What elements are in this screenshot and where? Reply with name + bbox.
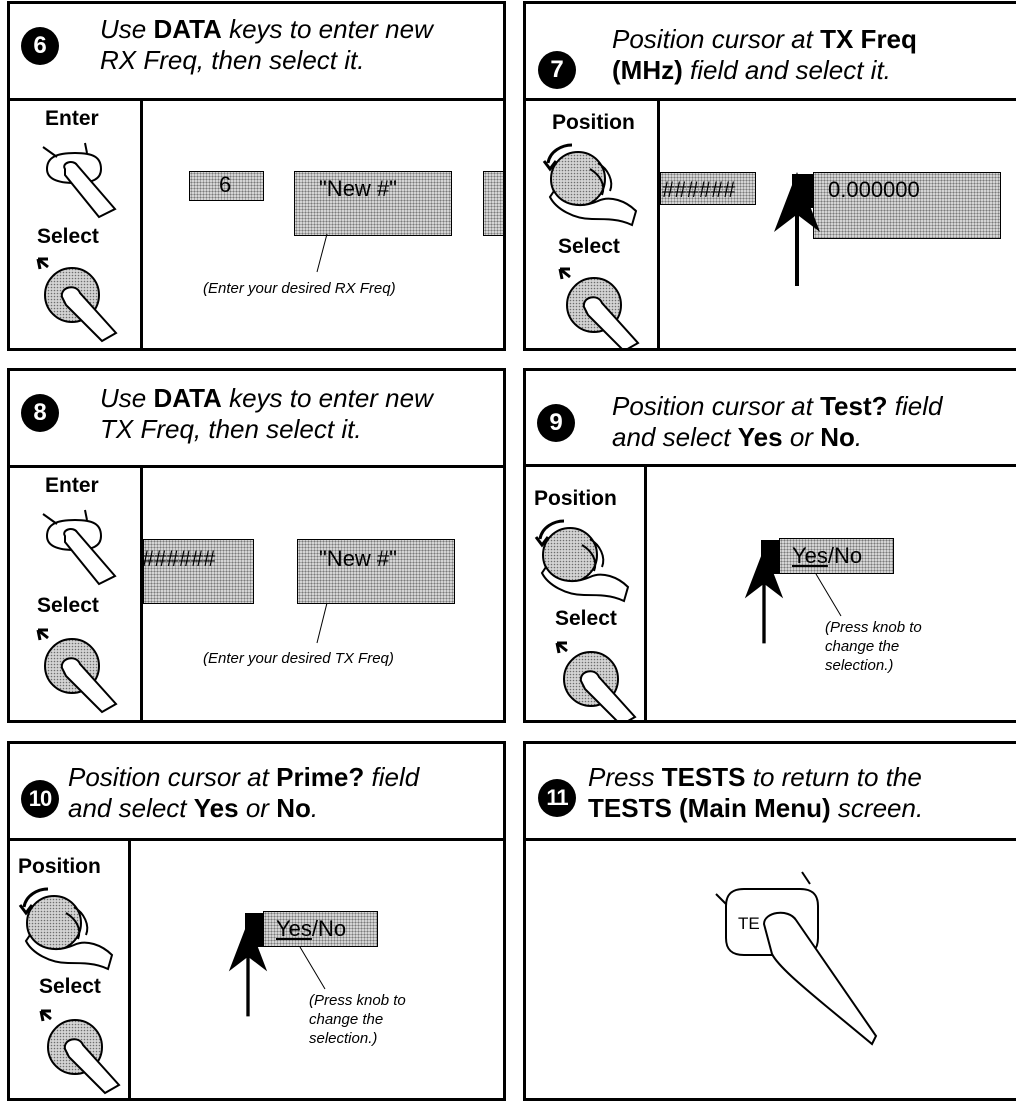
up-arrow-icon — [739, 545, 789, 645]
hash-field — [143, 539, 254, 604]
up-arrow-icon — [223, 918, 273, 1018]
step-11-panel: 11 Press TESTS to return to the TESTS (M… — [523, 741, 1016, 1101]
position-knob-label: Position — [552, 111, 635, 134]
enter-key-label: Enter — [45, 107, 99, 130]
step-number-badge: 7 — [538, 51, 576, 89]
key-column: Position Select — [526, 101, 660, 348]
step-10-instruction: Position cursor at Prime? field and sele… — [68, 762, 420, 823]
test-yes-no-value: Yes/No — [792, 543, 863, 568]
step-10-panel: 10 Position cursor at Prime? field and s… — [7, 741, 506, 1101]
step-6-header: 6 Use DATA keys to enter new RX Freq, th… — [10, 4, 503, 101]
select-knob-label: Select — [555, 607, 617, 630]
step-8-panel: 8 Use DATA keys to enter new TX Freq, th… — [7, 368, 506, 723]
rx-freq-note: (Enter your desired RX Freq) — [203, 280, 396, 297]
step-number-badge: 6 — [21, 27, 59, 65]
enter-key-press-icon[interactable] — [35, 506, 125, 586]
position-knob-icon[interactable] — [540, 139, 640, 229]
position-knob-label: Position — [534, 487, 617, 510]
step-6-panel: 6 Use DATA keys to enter new RX Freq, th… — [7, 1, 506, 351]
prime-yes-no-field[interactable] — [263, 911, 378, 947]
rx-freq-new-value: "New #" — [319, 176, 397, 201]
tx-freq-field[interactable] — [813, 172, 1001, 239]
channel-field — [189, 171, 264, 201]
select-knob-label: Select — [37, 594, 99, 617]
step-10-header: 10 Position cursor at Prime? field and s… — [10, 744, 503, 841]
step-9-instruction: Position cursor at Test? field and selec… — [612, 391, 943, 452]
step-number-badge: 11 — [538, 779, 576, 817]
tests-key-label: TE — [738, 914, 760, 933]
select-knob-icon[interactable] — [32, 624, 122, 714]
tx-freq-new-value: "New #" — [319, 546, 397, 571]
step-7-instruction: Position cursor at TX Freq (MHz) field a… — [612, 24, 917, 85]
step-11-instruction: Press TESTS to return to the TESTS (Main… — [588, 762, 924, 823]
select-knob-icon[interactable] — [35, 1005, 125, 1095]
step-7-panel: 7 Position cursor at TX Freq (MHz) field… — [523, 1, 1016, 351]
select-knob-icon[interactable] — [32, 253, 122, 343]
enter-key-label: Enter — [45, 474, 99, 497]
select-knob-label: Select — [558, 235, 620, 258]
step-number-badge: 9 — [537, 404, 575, 442]
step-number-badge: 10 — [21, 780, 59, 818]
key-column: Enter Select — [10, 468, 143, 720]
partial-field — [483, 171, 503, 236]
select-knob-label: Select — [37, 225, 99, 248]
hash-field — [660, 172, 756, 205]
tx-freq-value: 0.000000 — [828, 177, 920, 202]
rx-freq-field[interactable] — [294, 171, 452, 236]
key-column: Position Select — [526, 467, 647, 720]
step-8-header: 8 Use DATA keys to enter new TX Freq, th… — [10, 371, 503, 468]
enter-key-press-icon[interactable] — [35, 139, 125, 219]
test-yes-no-field[interactable] — [779, 538, 894, 574]
select-knob-label: Select — [39, 975, 101, 998]
position-knob-label: Position — [18, 855, 101, 878]
prime-yes-no-value: Yes/No — [276, 916, 347, 941]
select-knob-icon[interactable] — [551, 637, 641, 723]
step-9-header: 9 Position cursor at Test? field and sel… — [526, 371, 1016, 467]
hash-value: ###### — [142, 546, 216, 571]
step-9-panel: 9 Position cursor at Test? field and sel… — [523, 368, 1016, 723]
step-number-badge: 8 — [21, 394, 59, 432]
step-7-header: 7 Position cursor at TX Freq (MHz) field… — [526, 4, 1016, 101]
hash-value: ###### — [662, 177, 736, 202]
step-8-instruction: Use DATA keys to enter new TX Freq, then… — [100, 383, 433, 444]
tx-freq-field[interactable] — [297, 539, 455, 604]
select-knob-icon[interactable] — [554, 263, 644, 351]
step-11-header: 11 Press TESTS to return to the TESTS (M… — [526, 744, 1016, 841]
position-knob-icon[interactable] — [16, 883, 116, 973]
tx-freq-note: (Enter your desired TX Freq) — [203, 650, 394, 667]
up-arrow-icon — [772, 168, 822, 288]
channel-value: 6 — [219, 172, 232, 197]
position-knob-icon[interactable] — [532, 515, 632, 605]
key-column: Enter Select — [10, 101, 143, 348]
step-6-instruction: Use DATA keys to enter new RX Freq, then… — [100, 14, 433, 75]
key-column: Position Select — [10, 841, 131, 1098]
